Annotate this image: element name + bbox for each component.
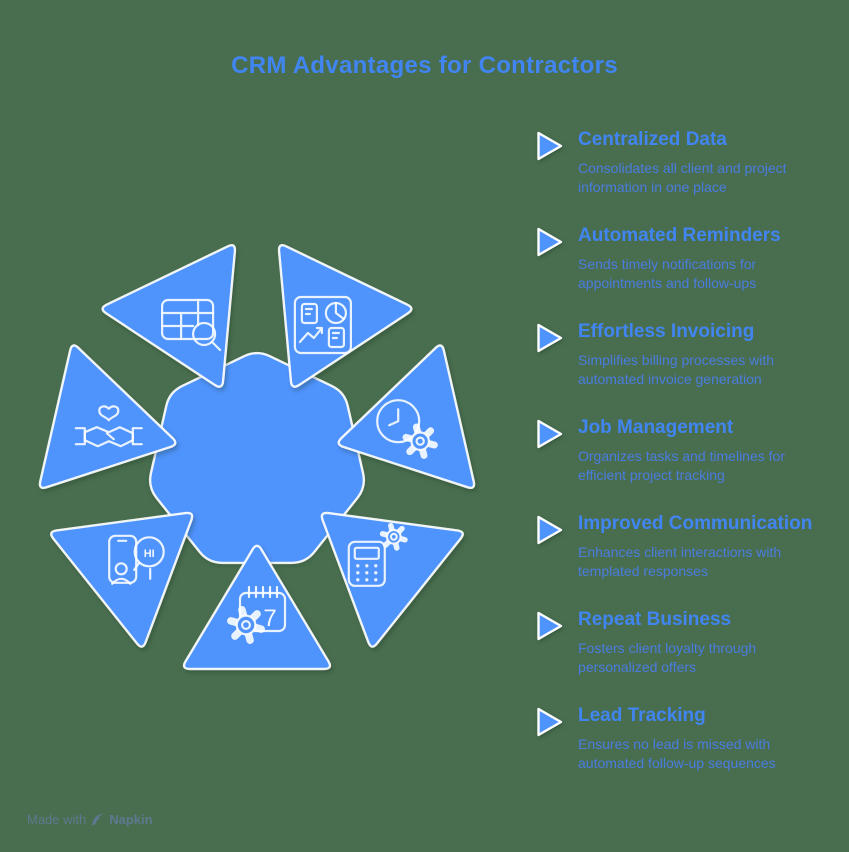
dashboard-report-icon (293, 295, 352, 355)
play-arrow-icon (537, 419, 563, 449)
play-arrow-icon (537, 227, 563, 257)
calendar-gear-icon: 7 (227, 585, 287, 644)
item-title: Job Management (578, 417, 734, 438)
watermark-prefix: Made with (27, 812, 87, 827)
item-title: Automated Reminders (578, 225, 781, 246)
item-description: Fosters client loyalty through personali… (578, 639, 757, 676)
watermark: Made with Napkin (27, 812, 153, 827)
center-heptagon (148, 351, 366, 565)
item-description: Enhances client interactions with templa… (578, 543, 782, 580)
item-title: Lead Tracking (578, 705, 706, 726)
item-title: Effortless Invoicing (578, 321, 755, 342)
table-search-icon (161, 298, 222, 352)
chat-bubble-label: HI (144, 548, 155, 560)
item-title: Repeat Business (578, 609, 732, 630)
item-description: Consolidates all client and project info… (578, 159, 787, 196)
petal-triangle (38, 344, 177, 490)
play-arrow-icon (537, 611, 563, 641)
list-item: Centralized Data Consolidates all client… (535, 128, 835, 198)
list-item: Repeat Business Fosters client loyalty t… (535, 608, 835, 678)
play-arrow-icon (537, 323, 563, 353)
list-item: Effortless Invoicing Simplifies billing … (535, 320, 835, 390)
petal-triangle (337, 344, 476, 490)
calculator-gear-icon (347, 522, 408, 587)
phone-chat-icon: HI (108, 534, 165, 585)
page-title: CRM Advantages for Contractors (231, 52, 618, 79)
list-item: Job Management Organizes tasks and timel… (535, 416, 835, 486)
petal-triangle (182, 544, 332, 671)
item-description: Organizes tasks and timelines for effici… (578, 447, 785, 484)
item-description: Sends timely notifications for appointme… (578, 255, 757, 292)
pen-nib-icon (91, 813, 104, 826)
item-description: Simplifies billing processes with automa… (578, 351, 775, 388)
watermark-brand: Napkin (109, 812, 153, 827)
item-title: Improved Communication (578, 513, 813, 534)
clock-gear-icon (376, 399, 438, 459)
play-arrow-icon (537, 707, 563, 737)
item-description: Ensures no lead is missed with automated… (578, 735, 776, 772)
calendar-day-label: 7 (263, 605, 276, 632)
list-item: Lead Tracking Ensures no lead is missed … (535, 704, 835, 774)
handshake-heart-icon (74, 405, 143, 448)
play-arrow-icon (537, 515, 563, 545)
petal-triangle (320, 511, 464, 648)
list-item: Automated Reminders Sends timely notific… (535, 224, 835, 294)
petal-triangle (101, 244, 237, 388)
list-item: Improved Communication Enhances client i… (535, 512, 835, 582)
play-arrow-icon (537, 131, 563, 161)
item-title: Centralized Data (578, 129, 727, 150)
